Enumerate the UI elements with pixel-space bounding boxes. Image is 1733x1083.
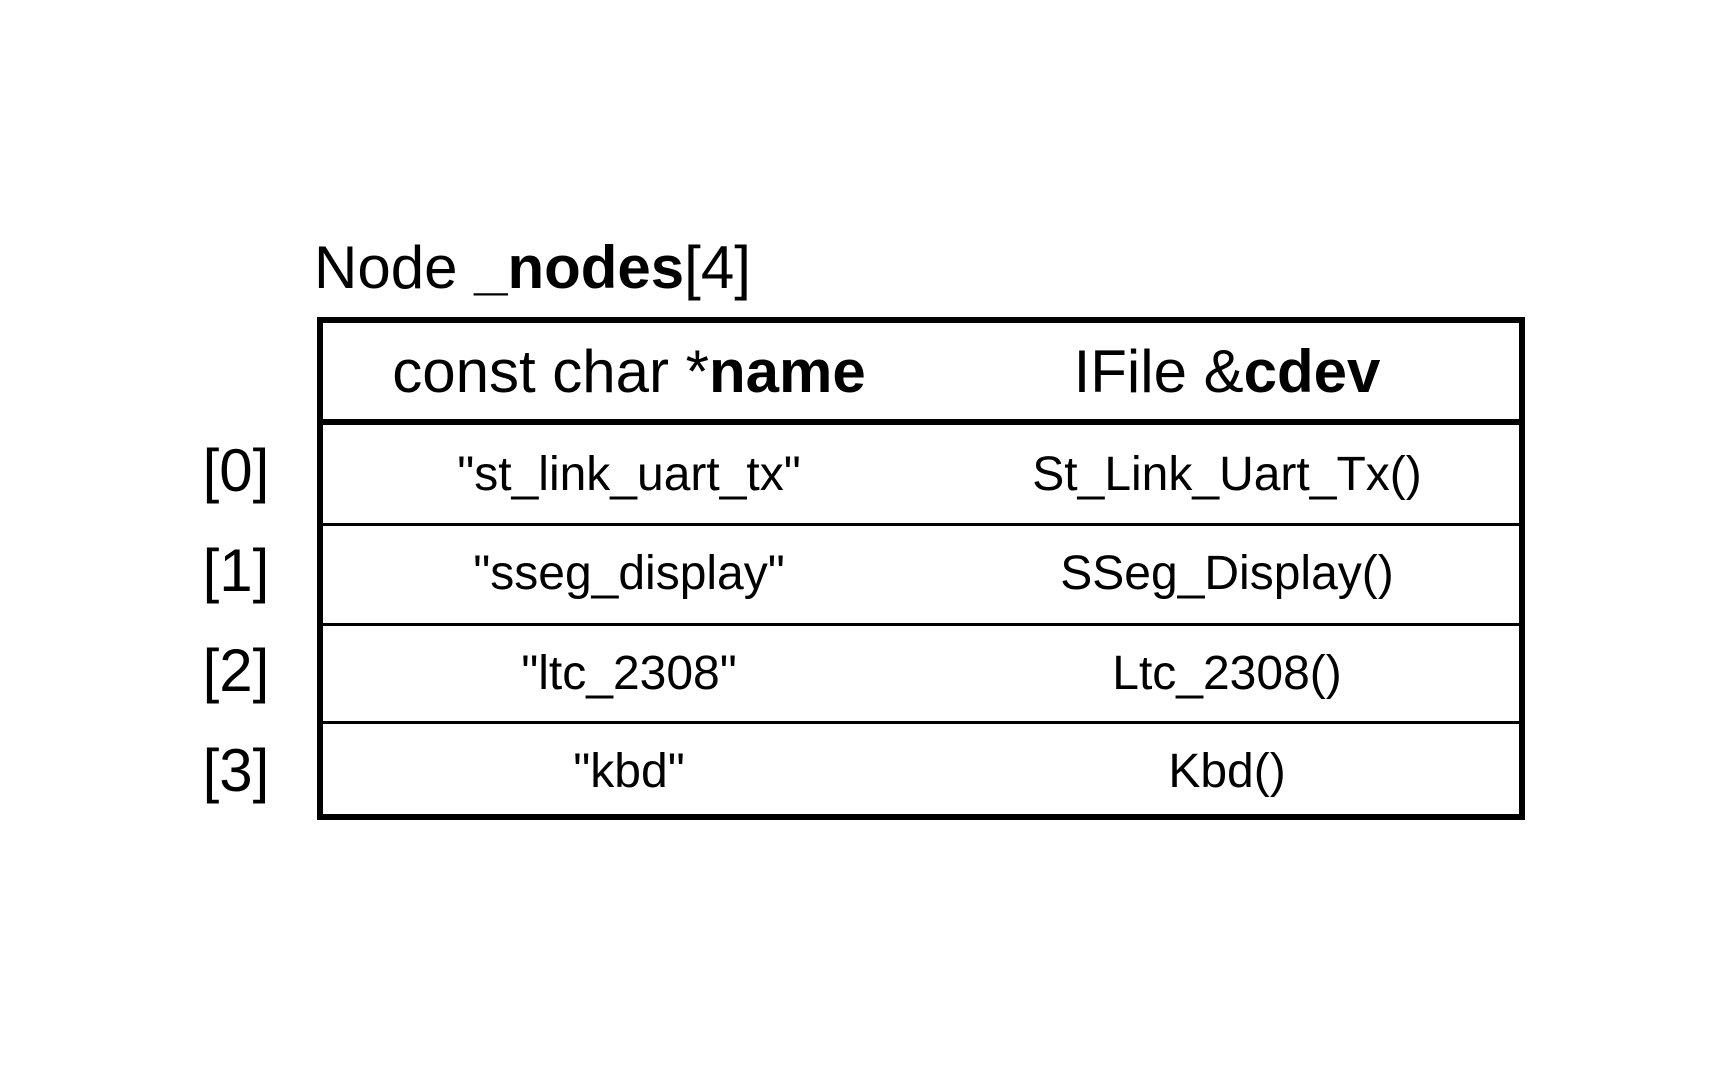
table-row: "sseg_display" SSeg_Display() — [323, 523, 1519, 621]
table-header: const char *name IFile &cdev — [323, 323, 1519, 425]
array-title: Node _nodes[4] — [314, 232, 751, 304]
row-cdev-cell: SSeg_Display() — [1060, 547, 1394, 600]
table-row: "ltc_2308" Ltc_2308() — [323, 623, 1519, 721]
row-cdev-cell: Kbd() — [1168, 745, 1286, 798]
row-name-cell: "sseg_display" — [473, 547, 785, 600]
array-size: [4] — [684, 234, 751, 301]
array-type: Node — [314, 234, 475, 301]
column-header-cdev: IFile &cdev — [1073, 337, 1381, 405]
row-name-cell: "kbd" — [573, 745, 685, 798]
row-index-label: [2] — [202, 637, 270, 704]
table-row: "kbd" Kbd() — [323, 721, 1519, 819]
array-name: _nodes — [474, 234, 685, 301]
nodes-table: const char *name IFile &cdev "st_link_ua… — [317, 317, 1525, 820]
column-header-name: const char *name — [392, 337, 866, 405]
row-cdev-cell: Ltc_2308() — [1112, 647, 1342, 700]
table-row: "st_link_uart_tx" St_Link_Uart_Tx() — [323, 425, 1519, 523]
row-name-cell: "st_link_uart_tx" — [457, 447, 801, 501]
row-index-label: [0] — [202, 437, 270, 504]
row-index-label: [3] — [202, 737, 270, 804]
row-cdev-cell: St_Link_Uart_Tx() — [1032, 447, 1422, 501]
row-name-cell: "ltc_2308" — [521, 647, 737, 700]
row-index-label: [1] — [202, 537, 270, 604]
